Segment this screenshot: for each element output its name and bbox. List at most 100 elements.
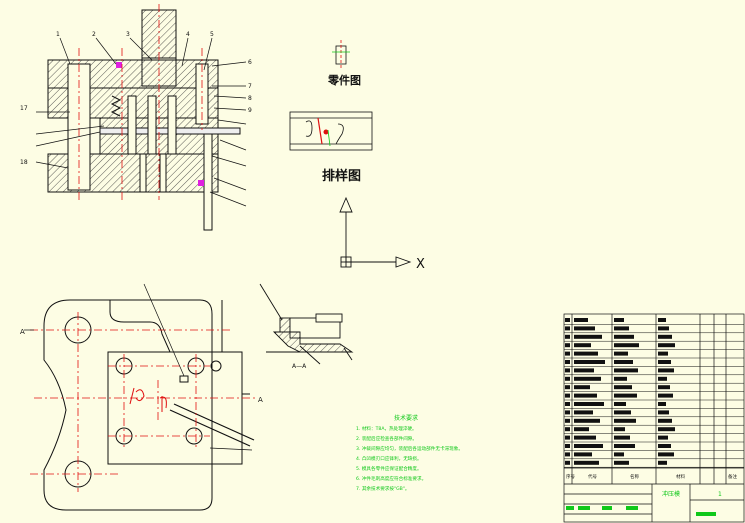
bom-cell-block: [574, 410, 593, 415]
bom-cell-block: [565, 418, 570, 423]
bom-cell-block: [614, 402, 626, 406]
bom-cell-block: [565, 393, 570, 398]
drawing-title: 冲压模: [662, 490, 680, 498]
bom-cell-block: [565, 410, 570, 415]
bom-cell-block: [614, 410, 631, 415]
section-leaders: [35, 37, 247, 207]
note-line: 5. 模具各零件应保证配合精度。: [356, 465, 422, 472]
bom-cell-block: [565, 385, 570, 390]
col-name: 名称: [630, 473, 639, 480]
note-line: 7. 其余技术要求按"GB"。: [356, 485, 410, 492]
bom-cell-block: [565, 368, 570, 373]
bom-cell-block: [658, 376, 667, 381]
bom-cell-block: [574, 343, 591, 348]
leader-label: 6: [248, 59, 252, 66]
leader-label: 8: [248, 95, 252, 102]
bom-cell-block: [574, 318, 588, 322]
bom-cell-block: [614, 334, 634, 339]
bom-cell-block: [658, 410, 669, 415]
leader-label: 2: [92, 31, 96, 38]
part-drawing: [332, 40, 350, 70]
leader-label: 4: [186, 31, 190, 38]
title-block-field: [578, 506, 590, 510]
bom-cell-block: [574, 326, 595, 331]
sheet-number: 1: [718, 491, 722, 498]
bom-cell-block: [574, 435, 596, 440]
bom-cell-block: [614, 326, 629, 331]
plan-mark-a-left: A: [20, 328, 25, 336]
bom-cell-block: [574, 334, 602, 339]
bom-cell-block: [565, 326, 570, 331]
bom-cell-block: [658, 460, 667, 465]
bom-cell-block: [614, 393, 637, 398]
bom-cell-block: [658, 326, 669, 331]
bom-cell-block: [614, 368, 638, 373]
leader-label: 17: [20, 105, 28, 112]
bom-cell-block: [658, 368, 674, 373]
bom-cell-block: [565, 427, 570, 432]
col-material: 材料: [676, 473, 685, 480]
col-no: 序号: [566, 473, 575, 480]
bom-cell-block: [574, 376, 601, 381]
bom-cell-block: [574, 418, 600, 423]
bom-cell-block: [614, 427, 625, 432]
bom-cell-block: [565, 435, 570, 440]
bom-cell-block: [614, 418, 636, 423]
bom-cell-block: [565, 376, 570, 381]
title-block-field: [696, 512, 716, 516]
section-leader-numbers: 1 2 3 4 5 6 7 8 9 17 18: [20, 31, 252, 166]
bom-rows: [564, 318, 744, 516]
bom-cell-block: [658, 402, 666, 406]
plan-center-lines: [30, 312, 258, 492]
bom-cell-block: [565, 444, 570, 448]
note-line: 2. 装配后应检查各部件间隙。: [356, 435, 417, 442]
leader-label: 5: [210, 31, 214, 38]
bom-cell-block: [574, 452, 592, 457]
bom-cell-block: [565, 334, 570, 339]
bom-cell-block: [565, 460, 570, 465]
bom-cell-block: [658, 435, 668, 440]
bom-cell-block: [658, 393, 673, 398]
bom-cell-block: [614, 444, 635, 448]
strip-layout-label: 排样图: [322, 168, 361, 184]
col-note: 备注: [728, 473, 737, 480]
title-block-field: [626, 506, 638, 510]
die-section-view: [47, 9, 241, 231]
plan-small-parts: [129, 387, 167, 412]
bom-cell-block: [614, 385, 632, 390]
bom-cell-block: [658, 360, 671, 364]
leader-label: 9: [248, 107, 252, 114]
title-block-text: 序号 代号 名称 材料 备注 冲压模 1: [566, 473, 737, 498]
bom-cell-block: [614, 360, 633, 364]
bom-cell-block: [614, 351, 628, 356]
bom-cell-block: [565, 318, 570, 322]
bom-cell-block: [574, 460, 599, 465]
bom-cell-block: [658, 452, 674, 457]
section-a-a-detail: [259, 283, 354, 365]
leader-label: 3: [126, 31, 130, 38]
die-plan-view: [43, 299, 255, 511]
col-code: 代号: [588, 473, 597, 480]
note-line: 4. 凸凹模刃口应锋利，无缺损。: [356, 455, 422, 462]
bom-cell-block: [614, 318, 624, 322]
section-center-lines: [78, 4, 203, 200]
bom-cell-block: [658, 418, 672, 423]
bom-cell-block: [614, 452, 624, 457]
bom-cell-block: [565, 351, 570, 356]
bom-cell-block: [658, 351, 668, 356]
bom-cell-block: [574, 351, 598, 356]
bom-cell-block: [614, 376, 627, 381]
bom-cell-block: [658, 343, 675, 348]
bom-cell-block: [614, 435, 630, 440]
bom-cell-block: [614, 343, 639, 348]
axis-x-label: X: [416, 257, 425, 272]
bom-cell-block: [565, 402, 570, 406]
bom-cell-block: [565, 452, 570, 457]
leader-label: 7: [248, 83, 252, 90]
bom-cell-block: [574, 385, 590, 390]
note-line: 3. 冲裁间隙应均匀，装配后各运动部件无卡滞现象。: [356, 445, 463, 452]
ucs-axis-icon: [339, 196, 412, 268]
part-drawing-label: 零件图: [327, 73, 361, 87]
note-line: 6. 冲件毛刺高度应符合标准要求。: [356, 475, 426, 482]
